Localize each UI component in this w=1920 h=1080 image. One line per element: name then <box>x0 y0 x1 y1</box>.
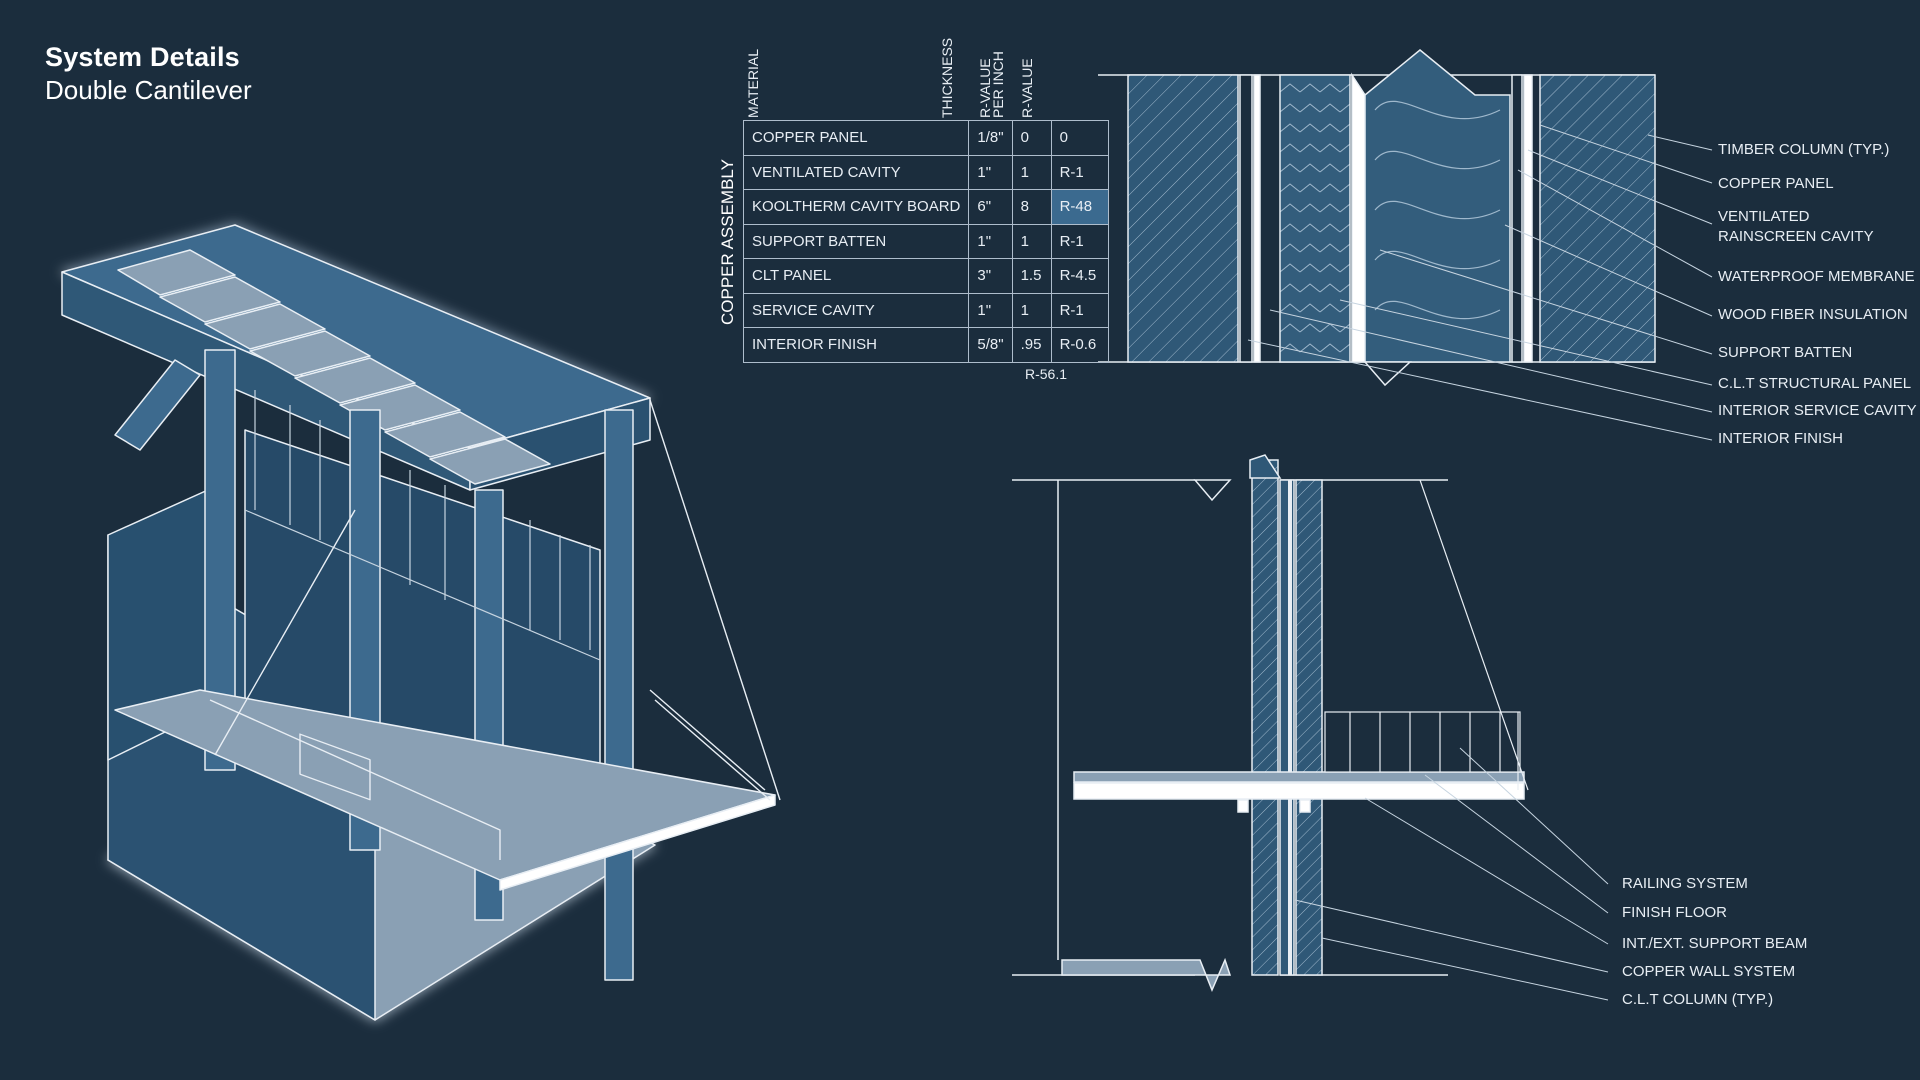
floor-railing <box>1324 711 1521 790</box>
label-copper-wall-system: COPPER WALL SYSTEM <box>1622 963 1796 980</box>
column-header-r-value-per-inch: R-VALUE PER INCH <box>977 51 1006 118</box>
wall-section-drawing <box>1098 49 1713 441</box>
label-copper-panel: COPPER PANEL <box>1718 175 1834 192</box>
cell-material: INTERIOR FINISH <box>742 327 970 363</box>
cell-r-per-inch: 1 <box>1011 223 1052 259</box>
cell-r-value: R-1 <box>1050 154 1109 190</box>
cell-r-per-inch: 1 <box>1011 292 1052 328</box>
label-timber-column: TIMBER COLUMN (TYP.) <box>1718 141 1890 158</box>
page-title: System Details <box>45 42 240 72</box>
cell-r-value: R-0.6 <box>1050 327 1109 363</box>
floor-section-drawing <box>1012 454 1609 1001</box>
cell-r-value: R-1 <box>1050 223 1109 259</box>
column-header-r-value: R-VALUE <box>1019 58 1035 118</box>
cell-thickness: 5/8" <box>968 327 1013 363</box>
label-clt-structural-panel: C.L.T STRUCTURAL PANEL <box>1718 375 1912 392</box>
cable-left <box>214 509 356 756</box>
label-waterproof-membrane: WATERPROOF MEMBRANE <box>1718 268 1915 285</box>
cell-material: SERVICE CAVITY <box>742 292 970 328</box>
cell-material: CLT PANEL <box>742 258 970 294</box>
cell-material: KOOLTHERM CAVITY BOARD <box>742 189 970 225</box>
table-side-label: COPPER ASSEMBLY <box>718 159 737 325</box>
label-interior-finish: INTERIOR FINISH <box>1718 430 1844 447</box>
label-support-batten: SUPPORT BATTEN <box>1718 344 1853 361</box>
label-interior-service-cavity: INTERIOR SERVICE CAVITY <box>1718 402 1917 419</box>
wall-leader-lines <box>1247 124 1713 441</box>
cell-r-per-inch: .95 <box>1011 327 1052 363</box>
cell-r-per-inch: 0 <box>1011 120 1052 156</box>
cell-r-value: R-4.5 <box>1050 258 1109 294</box>
label-ventilated: VENTILATED <box>1718 208 1810 225</box>
cell-r-per-inch: 1 <box>1011 154 1052 190</box>
label-finish-floor: FINISH FLOOR <box>1622 904 1728 921</box>
page-subtitle: Double Cantilever <box>45 75 252 105</box>
cell-thickness: 1" <box>968 223 1013 259</box>
deck-railing <box>209 689 771 860</box>
cell-r-value: 0 <box>1050 120 1109 156</box>
cell-material: SUPPORT BATTEN <box>742 223 970 259</box>
column-header-thickness: THICKNESS <box>939 37 955 118</box>
cell-r-value: R-48 <box>1050 189 1109 225</box>
cell-r-per-inch: 1.5 <box>1011 258 1052 294</box>
label-clt-column: C.L.T COLUMN (TYP.) <box>1622 991 1774 1008</box>
cell-thickness: 1/8" <box>968 120 1013 156</box>
floor-leader-lines <box>1294 747 1609 1001</box>
cell-material: COPPER PANEL <box>742 120 970 156</box>
clerestory-windows <box>244 390 601 661</box>
column-header-material: MATERIAL <box>745 49 761 118</box>
diagonal-brace <box>114 359 201 451</box>
label-support-beam: INT./EXT. SUPPORT BEAM <box>1622 935 1808 952</box>
cell-thickness: 1" <box>968 154 1013 190</box>
label-rainscreen-cavity: RAINSCREEN CAVITY <box>1718 228 1874 245</box>
cell-r-value: R-1 <box>1050 292 1109 328</box>
cell-material: VENTILATED CAVITY <box>742 154 970 190</box>
cell-thickness: 1" <box>968 292 1013 328</box>
cell-thickness: 3" <box>968 258 1013 294</box>
isometric-cantilever-drawing <box>61 224 781 1021</box>
cell-thickness: 6" <box>968 189 1013 225</box>
cell-r-per-inch: 8 <box>1011 189 1052 225</box>
solar-panels <box>117 249 551 485</box>
cable-right <box>649 399 781 801</box>
label-railing-system: RAILING SYSTEM <box>1622 875 1748 892</box>
table-total: R-56.1 <box>1025 366 1068 382</box>
label-wood-fiber-insulation: WOOD FIBER INSULATION <box>1718 306 1908 323</box>
